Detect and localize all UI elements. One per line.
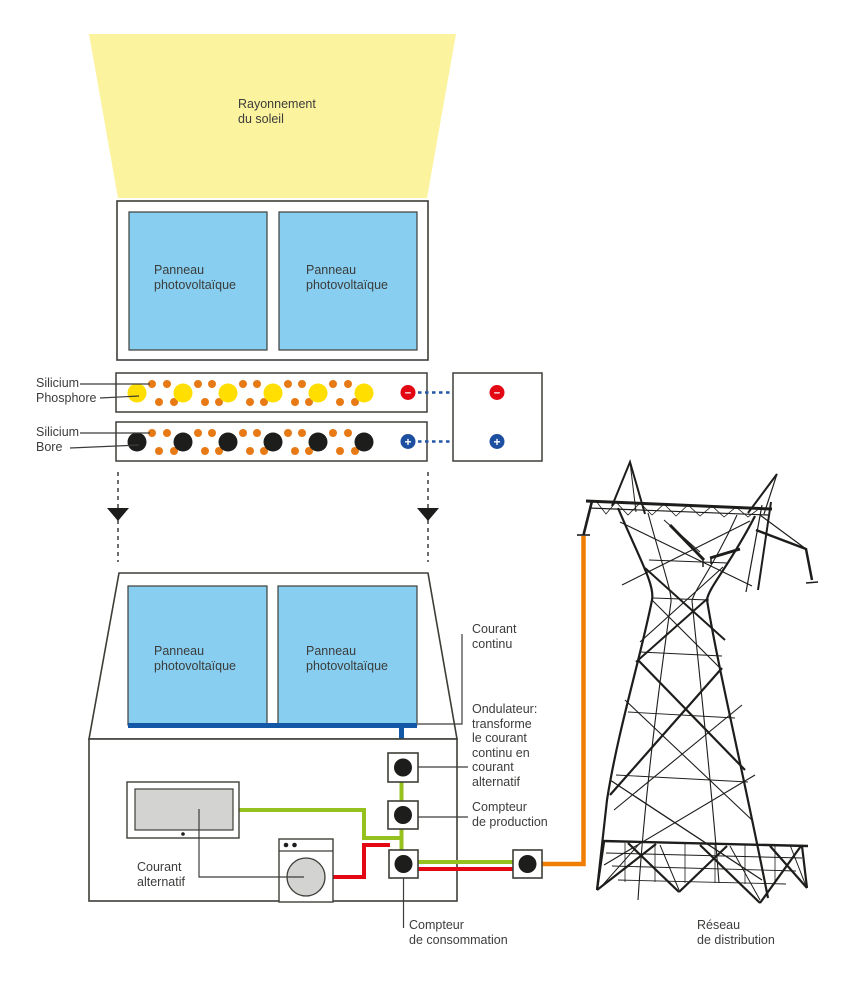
plus-symbol: + (493, 435, 500, 449)
consumption-meter-label: Compteur de consommation (409, 918, 508, 947)
washer-knob (283, 842, 289, 848)
pv-panel-roof-right (277, 585, 418, 726)
minus-electron-icon (400, 385, 416, 400)
pv-panel-roof-left-label: Panneau photovoltaïque (154, 644, 237, 673)
top-panel-assembly (116, 200, 429, 361)
orange-grid-wire (541, 536, 586, 867)
tv-power-led (181, 832, 185, 836)
pv-panel-left (128, 211, 268, 351)
distribution-grid-label: Réseau de distribution (697, 918, 775, 947)
phosphore-label: Phosphore (36, 391, 97, 405)
dc-wire-horizontal (128, 723, 417, 728)
orange-silicium-atoms (148, 380, 359, 406)
pv-panel-right-label: Panneau photovoltaïque (306, 263, 389, 292)
minus-electron-icon (489, 385, 505, 400)
house-roof (88, 572, 458, 756)
plus-symbol: + (404, 435, 411, 449)
washing-machine-appliance (278, 838, 334, 903)
production-meter-box (387, 800, 419, 830)
tv-screen (134, 788, 234, 831)
sun-label: Rayonnement du soleil (238, 97, 316, 126)
transmission-tower-illustration (585, 458, 819, 904)
grid-meter-box (512, 849, 543, 879)
dc-current-label: Courant continu (472, 622, 517, 651)
bore-label: Bore (36, 440, 63, 454)
ac-current-label: Courant alternatif (137, 860, 185, 889)
silicium-label-boron-layer: Silicium (36, 425, 80, 439)
black-bore-atoms (127, 432, 374, 452)
arrowhead-down-icon (107, 508, 129, 521)
plus-hole-icon (489, 434, 505, 449)
minus-symbol: − (494, 388, 500, 400)
pv-panel-right (278, 211, 418, 351)
layer-label-pointers (69, 383, 150, 449)
plus-hole-icon (400, 434, 416, 449)
pv-panel-left-label: Panneau photovoltaïque (154, 263, 237, 292)
red-wires (333, 843, 514, 879)
charge-collector-box: − + (452, 372, 543, 462)
downward-flow-arrows (107, 472, 439, 562)
yellow-phosphore-atoms (127, 383, 374, 403)
arrowhead-down-icon (417, 508, 439, 521)
house-label-pointers (198, 634, 468, 928)
sun-beam-shape (89, 34, 456, 198)
minus-symbol: − (405, 388, 411, 400)
phosphorus-silicon-layer: − (115, 372, 489, 413)
consumption-meter-box (388, 849, 419, 879)
grid-cable-attachment (577, 500, 594, 536)
tv-appliance (126, 781, 240, 839)
boron-silicon-layer: + (115, 421, 489, 462)
pv-panel-roof-right-label: Panneau photovoltaïque (306, 644, 389, 673)
silicium-label-phosphorus-layer: Silicium (36, 376, 80, 390)
inverter-box (387, 752, 419, 783)
production-meter-label: Compteur de production (472, 800, 548, 829)
inverter-label: Ondulateur: transforme le courant contin… (472, 702, 538, 789)
orange-silicium-atoms (148, 429, 359, 455)
washer-knob (292, 842, 297, 848)
